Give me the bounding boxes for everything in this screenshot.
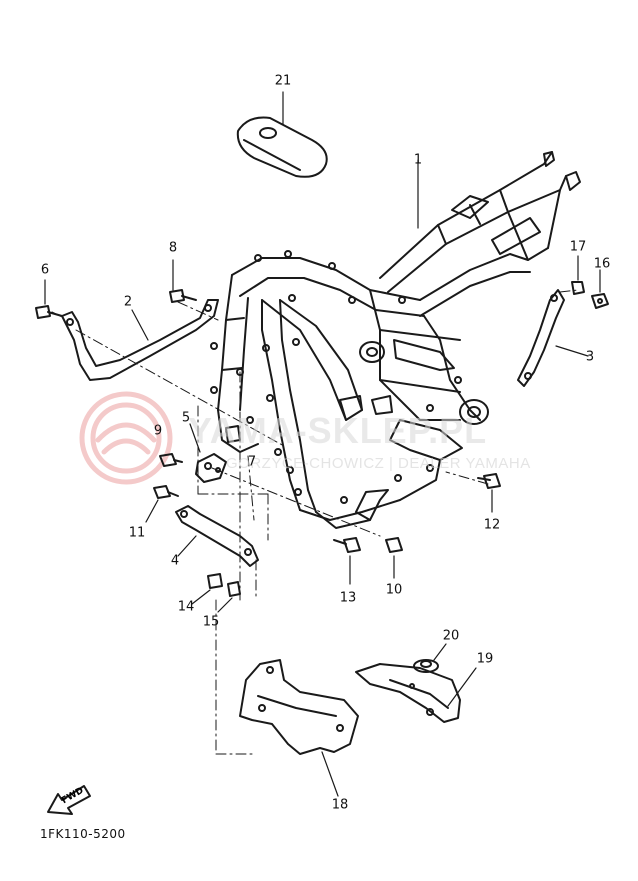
reference-lines (51, 289, 579, 755)
watermark-text: YAMA-SKLEP.PL (188, 410, 488, 451)
fwd-label-box: FWD (47, 784, 91, 818)
part-number-12: 12 (483, 517, 501, 533)
hardware (35, 255, 609, 613)
part-20-grommet (413, 643, 447, 673)
watermark-subtext: GORZYCE-CHOWICZ | DEALER YAMAHA (226, 455, 531, 472)
part-number-21: 21 (274, 73, 292, 89)
part-number-11: 11 (128, 525, 146, 541)
part-number-16: 16 (593, 256, 611, 272)
part-18-cover (239, 659, 359, 797)
part-number-9: 9 (153, 423, 163, 439)
fwd-label: FWD (60, 785, 86, 807)
part-19-cover (355, 663, 477, 723)
part-number-8: 8 (168, 240, 178, 256)
part-1-frame (210, 151, 581, 529)
diagram-code: 1FK110-5200 (40, 827, 126, 841)
part-4-mount (175, 505, 259, 567)
part-number-18: 18 (331, 797, 349, 813)
part-number-17: 17 (569, 239, 587, 255)
part-number-1: 1 (413, 152, 423, 168)
part-number-6: 6 (40, 262, 50, 278)
part-number-7: 7 (247, 454, 257, 470)
part-21-pad (236, 91, 328, 178)
watermark-logo (79, 391, 173, 485)
part-number-4: 4 (170, 553, 180, 569)
part-2-bracket (61, 299, 219, 381)
part-number-3: 3 (585, 349, 595, 365)
part-number-13: 13 (339, 590, 357, 606)
part-number-15: 15 (202, 614, 220, 630)
part-number-2: 2 (123, 294, 133, 310)
part-number-10: 10 (385, 582, 403, 598)
part-number-5: 5 (181, 410, 191, 426)
part-number-19: 19 (476, 651, 494, 667)
part-number-14: 14 (177, 599, 195, 615)
fwd-arrow-icon (47, 785, 91, 815)
part-number-20: 20 (442, 628, 460, 644)
part-3-stay (517, 289, 589, 387)
